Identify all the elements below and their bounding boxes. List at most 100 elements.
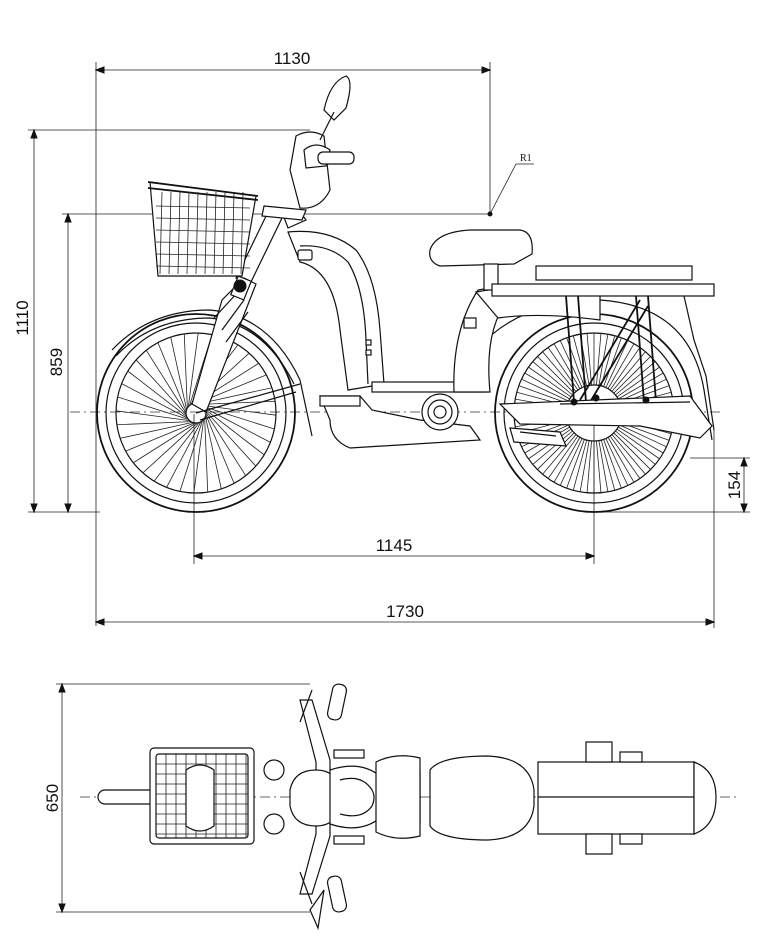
spoke — [603, 337, 622, 387]
spoke — [607, 437, 635, 483]
dimension-overall-height-label: 1110 — [13, 300, 32, 335]
basket-wire — [155, 241, 251, 245]
front-fork — [191, 211, 283, 413]
basket-wire — [168, 191, 172, 275]
dimension-overall-height: 1110 — [13, 128, 310, 514]
seat — [429, 229, 533, 291]
spoke — [619, 424, 667, 448]
basket-wire — [155, 253, 251, 257]
basket-wire — [204, 191, 208, 275]
spoke — [205, 410, 257, 467]
spoke — [586, 440, 592, 493]
spoke — [121, 383, 188, 419]
side-view-bike — [96, 75, 715, 513]
spoke — [127, 370, 187, 417]
spoke — [559, 438, 583, 486]
basket-wire — [222, 191, 226, 275]
basket-wire — [186, 191, 190, 275]
spoke — [596, 333, 602, 386]
basket-wire — [231, 191, 235, 275]
spoke — [153, 422, 200, 482]
spoke — [600, 335, 616, 387]
spoke — [205, 416, 222, 489]
basket-wire — [213, 191, 217, 275]
basket-wire — [155, 205, 251, 209]
spoke — [618, 372, 664, 400]
dimension-wheelbase-label: 1145 — [376, 536, 413, 555]
spoke — [542, 351, 577, 392]
basket-wire — [195, 191, 199, 275]
spoke — [204, 407, 271, 443]
spoke — [618, 426, 664, 454]
spoke — [547, 435, 579, 479]
spoke — [187, 332, 199, 407]
spoke — [183, 333, 188, 409]
spoke — [202, 404, 277, 416]
basket-top — [149, 747, 255, 845]
dimension-seat-height-label: 859 — [47, 348, 66, 376]
spoke — [205, 409, 265, 456]
handlebar-assembly — [289, 75, 355, 209]
front-fender — [111, 309, 313, 437]
spoke — [616, 428, 660, 460]
spoke — [205, 414, 235, 484]
spoke — [532, 430, 573, 465]
spoke — [170, 337, 187, 410]
spoke — [524, 372, 570, 400]
spoke — [518, 385, 568, 404]
spoke — [553, 343, 581, 389]
spoke — [579, 440, 590, 492]
spoke — [598, 440, 609, 492]
basket-wire — [159, 191, 163, 275]
spoke — [537, 356, 575, 394]
basket-wire — [155, 229, 251, 233]
dimension-overall-length-label: 1730 — [386, 602, 424, 621]
spoke — [205, 412, 247, 476]
rear-rack — [491, 265, 715, 431]
spoke — [133, 422, 197, 464]
spoke — [532, 361, 573, 396]
spoke — [566, 439, 585, 489]
spoke — [596, 440, 602, 493]
front-wheel — [96, 313, 296, 513]
spoke — [120, 422, 193, 439]
spoke — [611, 434, 646, 475]
spoke — [117, 396, 189, 420]
spoke — [586, 333, 592, 386]
spoke — [166, 421, 202, 488]
spoke — [609, 435, 641, 479]
spoke — [607, 343, 635, 389]
handlebar-top — [299, 683, 365, 931]
mirror — [323, 75, 351, 121]
spoke — [603, 439, 622, 489]
dimension-ground-clearance-label: 154 — [725, 471, 744, 499]
rear-rack-top — [537, 741, 717, 855]
spoke — [135, 359, 187, 416]
callout-r1: R1 — [487, 153, 534, 217]
basket-wire — [155, 217, 251, 221]
spoke — [157, 342, 187, 412]
frame-body — [287, 230, 385, 391]
front-basket — [147, 181, 259, 277]
spoke — [613, 356, 651, 394]
spoke — [203, 406, 275, 430]
spoke — [613, 432, 651, 470]
spoke — [179, 420, 203, 492]
top-view-bike — [97, 683, 717, 931]
footboard — [319, 381, 487, 449]
spoke — [204, 417, 209, 493]
spoke — [605, 438, 629, 486]
spoke — [115, 410, 190, 422]
spoke — [142, 422, 199, 474]
dimension-top-length: 1130 — [94, 49, 492, 626]
spoke — [600, 439, 616, 491]
spoke — [125, 422, 195, 452]
seat-top — [429, 755, 535, 841]
dimension-ground-clearance: 154 — [600, 456, 750, 514]
spoke — [199, 387, 272, 404]
spoke — [145, 350, 187, 414]
basket-wire — [240, 191, 244, 275]
spoke — [553, 437, 581, 483]
basket-wire — [177, 191, 181, 275]
